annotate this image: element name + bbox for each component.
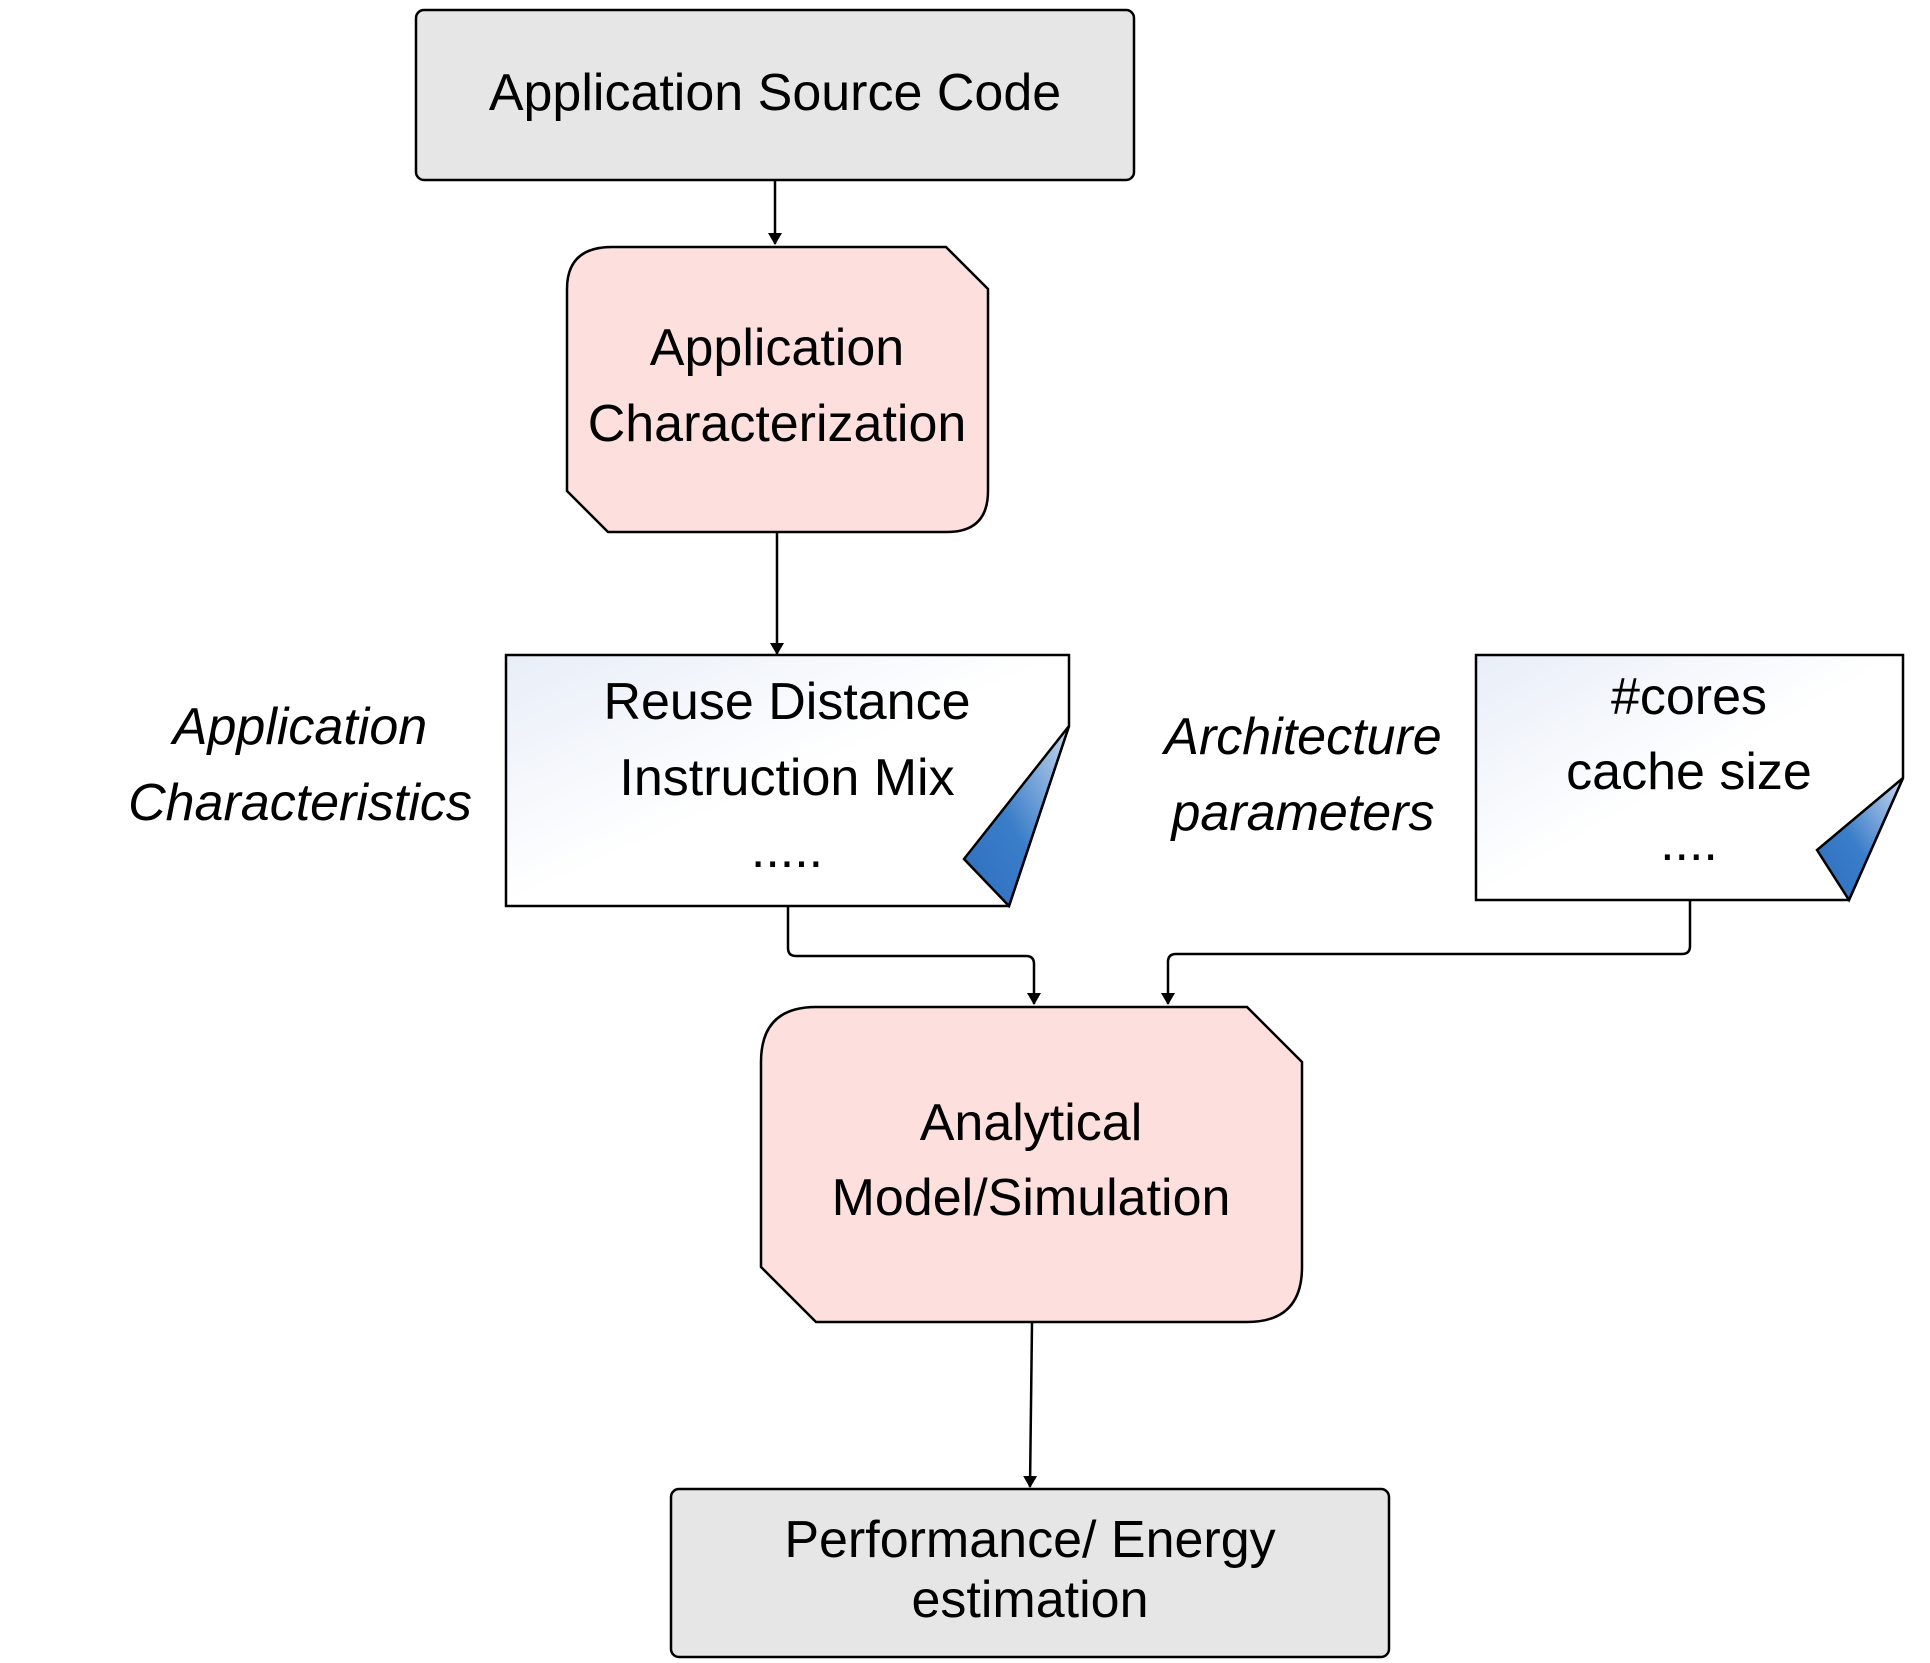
app-doc-line-3: .....: [751, 821, 823, 879]
node-analytical-model-simulation: Analytical Model/Simulation: [759, 1005, 1304, 1324]
arch-doc-line-2: cache size: [1566, 743, 1812, 801]
estimation-label-line-1: Performance/ Energy: [784, 1511, 1275, 1569]
page-fold-icon: [1815, 777, 1905, 903]
source-label: Application Source Code: [489, 64, 1061, 122]
node-application-source-code: Application Source Code: [414, 8, 1136, 182]
characterization-label-line-1: Application: [650, 319, 904, 377]
page-fold-icon: [962, 725, 1071, 909]
side-label-app-line-1: Application: [170, 698, 427, 756]
app-doc-line-1: Reuse Distance: [603, 673, 970, 731]
arrow-app-doc-to-model: [786, 907, 1041, 1005]
document-application-characteristics: Reuse Distance Instruction Mix .....: [504, 653, 1071, 909]
connectors: [768, 181, 1692, 1488]
side-label-arch-line-2: parameters: [1170, 784, 1435, 842]
side-label-application-characteristics: Application Characteristics: [128, 698, 472, 832]
side-label-arch-line-1: Architecture: [1161, 708, 1441, 766]
arch-doc-line-3: ....: [1660, 814, 1718, 872]
side-label-architecture-parameters: Architecture parameters: [1161, 708, 1441, 842]
estimation-label-line-2: estimation: [912, 1571, 1149, 1629]
arrow-arch-doc-to-model: [1161, 901, 1692, 1005]
arch-doc-line-1: #cores: [1611, 668, 1767, 726]
node-performance-energy-estimation: Performance/ Energy estimation: [669, 1487, 1391, 1659]
document-architecture-parameters: #cores cache size ....: [1474, 653, 1905, 903]
arrow-model-to-estimation: [1023, 1322, 1038, 1488]
model-label-line-1: Analytical: [920, 1094, 1143, 1152]
side-label-app-line-2: Characteristics: [128, 774, 472, 832]
model-label-line-2: Model/Simulation: [832, 1169, 1231, 1227]
app-doc-line-2: Instruction Mix: [619, 749, 954, 807]
characterization-label-line-2: Characterization: [588, 395, 967, 453]
node-application-characterization: Application Characterization: [565, 245, 990, 534]
